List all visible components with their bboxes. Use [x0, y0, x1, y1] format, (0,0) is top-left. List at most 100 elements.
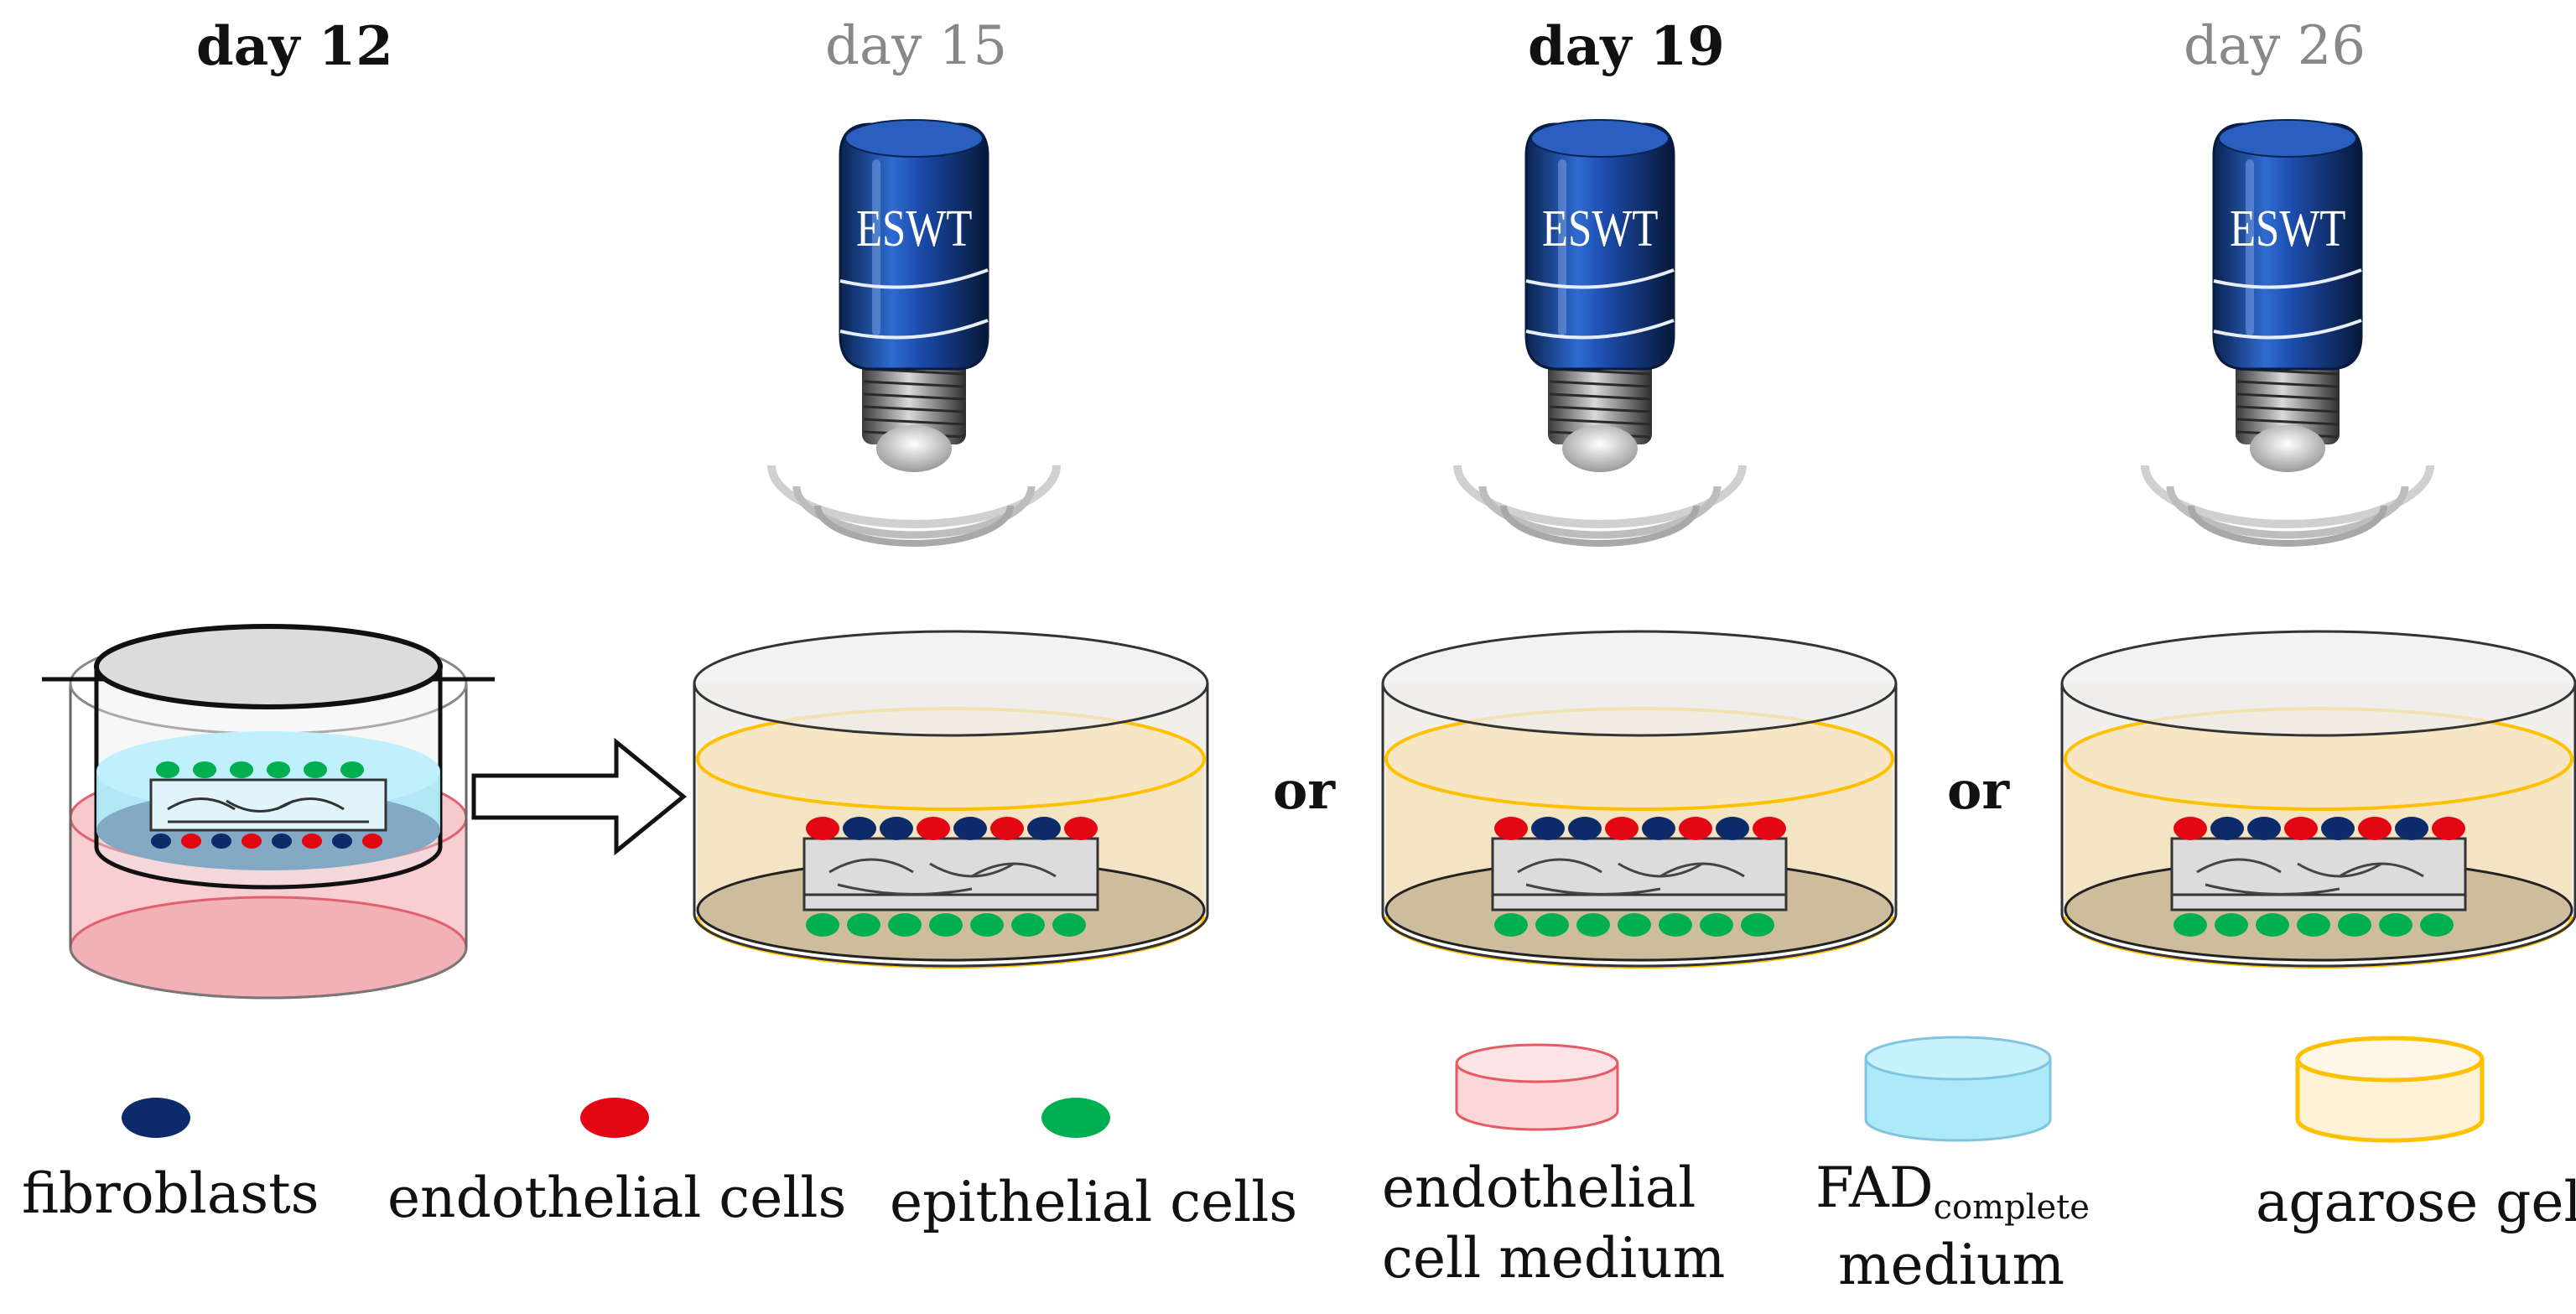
or-connector-1: or — [1273, 760, 1336, 821]
fad-main: FAD — [1815, 1156, 1934, 1220]
top-cell-row-3 — [2174, 817, 2465, 840]
eswt-device-1 — [767, 119, 1061, 547]
epithelial-cell — [2420, 913, 2454, 937]
transwell-cells — [151, 761, 382, 849]
epithelial-cell — [1011, 913, 1045, 937]
endothelial-cell — [1679, 817, 1712, 840]
fibroblast-cell — [332, 834, 352, 849]
eswt-label-3: ESWT — [2230, 200, 2346, 257]
tissue-model-2 — [1491, 837, 1788, 911]
fibroblast-cell — [1531, 817, 1565, 840]
legend-epithelial-dot — [1041, 1098, 1110, 1138]
epithelial-cell — [2338, 913, 2371, 937]
legend-endothelial-cells-text: endothelial cells — [387, 1166, 847, 1230]
eswt-label-2: ESWT — [1542, 200, 1659, 257]
epithelial-cell — [304, 761, 327, 778]
epithelial-cell — [1741, 913, 1774, 937]
legend-fad-text: FADcomplete — [1815, 1156, 2090, 1227]
legend-endothelial-dot — [580, 1098, 649, 1138]
fibroblast-cell — [2210, 817, 2244, 840]
epithelial-cell — [193, 761, 216, 778]
epithelial-cell — [2174, 913, 2207, 937]
epithelial-cell — [230, 761, 253, 778]
endothelial-cell — [362, 834, 382, 849]
fibroblast-cell — [1568, 817, 1602, 840]
epithelial-cell — [2256, 913, 2289, 937]
eswt-device-3 — [2141, 119, 2434, 547]
epithelial-cell — [156, 761, 179, 778]
culture-dish-2 — [1381, 630, 1898, 969]
endothelial-cell — [1064, 817, 1098, 840]
bottom-cell-row-1 — [806, 913, 1086, 937]
legend-endothelial-medium-cylinder — [1455, 1043, 1619, 1131]
fibroblast-cell — [953, 817, 987, 840]
fibroblast-cell — [1716, 817, 1749, 840]
fibroblast-cell — [2321, 817, 2355, 840]
epithelial-cell — [1576, 913, 1610, 937]
fibroblast-cell — [2247, 817, 2281, 840]
fibroblast-cell — [1027, 817, 1061, 840]
fibroblast-cell — [1642, 817, 1675, 840]
culture-dish-3 — [2060, 630, 2576, 969]
epithelial-cell — [929, 913, 963, 937]
epithelial-cell — [1494, 913, 1528, 937]
endothelial-cell — [2358, 817, 2392, 840]
endothelial-cell — [181, 834, 201, 849]
top-cell-row-1 — [806, 817, 1098, 840]
epithelial-cell — [340, 761, 364, 778]
day-19-label: day 19 — [1528, 15, 1725, 78]
transwell-insert — [42, 624, 495, 1000]
epithelial-cell — [847, 913, 880, 937]
endothelial-cell — [302, 834, 322, 849]
fad-subscript: complete — [1933, 1188, 2090, 1228]
epithelial-cell — [2379, 913, 2412, 937]
eswt-device-2 — [1453, 119, 1747, 547]
tissue-model-3 — [2170, 837, 2467, 911]
bottom-cell-row-3 — [2174, 913, 2454, 937]
or-connector-2: or — [1947, 760, 2010, 821]
culture-dish-1 — [693, 630, 1209, 969]
legend-agarose-cylinder — [2295, 1036, 2485, 1143]
top-cell-row-2 — [1494, 817, 1786, 840]
epithelial-cell — [970, 913, 1004, 937]
epithelial-cell — [806, 913, 839, 937]
epithelial-cell — [1659, 913, 1692, 937]
fibroblast-cell — [272, 834, 292, 849]
fibroblast-cell — [880, 817, 913, 840]
epithelial-cell — [1618, 913, 1651, 937]
day-15-label: day 15 — [825, 15, 1008, 77]
endothelial-cell — [2432, 817, 2465, 840]
endothelial-cell — [990, 817, 1024, 840]
epithelial-cell — [1700, 913, 1733, 937]
epithelial-cell — [2215, 913, 2248, 937]
fibroblast-cell — [843, 817, 876, 840]
legend-fad-medium-cylinder — [1864, 1036, 2052, 1142]
epithelial-cell — [888, 913, 922, 937]
day-12-label: day 12 — [196, 15, 393, 78]
epithelial-cell — [1535, 913, 1569, 937]
epithelial-cell — [1052, 913, 1086, 937]
legend-fibroblasts-text: fibroblasts — [22, 1161, 319, 1226]
endothelial-cell — [1753, 817, 1786, 840]
eswt-label-1: ESWT — [856, 200, 973, 257]
legend-agarose-text: agarose gel — [2256, 1170, 2576, 1234]
epithelial-cell — [267, 761, 290, 778]
legend-fad-line2: medium — [1838, 1233, 2065, 1297]
tissue-model-1 — [802, 837, 1099, 911]
endothelial-cell — [1605, 817, 1639, 840]
legend-epithelial-cells-text: epithelial cells — [890, 1170, 1298, 1234]
day-26-label: day 26 — [2184, 15, 2366, 77]
fibroblast-cell — [2395, 817, 2428, 840]
endothelial-cell — [242, 834, 262, 849]
endothelial-cell — [1494, 817, 1528, 840]
endothelial-cell — [2174, 817, 2207, 840]
endothelial-cell — [2284, 817, 2318, 840]
process-arrow — [471, 737, 687, 856]
fibroblast-cell — [151, 834, 171, 849]
bottom-cell-row-2 — [1494, 913, 1774, 937]
endothelial-cell — [806, 817, 839, 840]
legend-endothelial-medium-line2: cell medium — [1382, 1226, 1726, 1291]
legend-endothelial-medium-line1: endothelial — [1382, 1156, 1696, 1220]
